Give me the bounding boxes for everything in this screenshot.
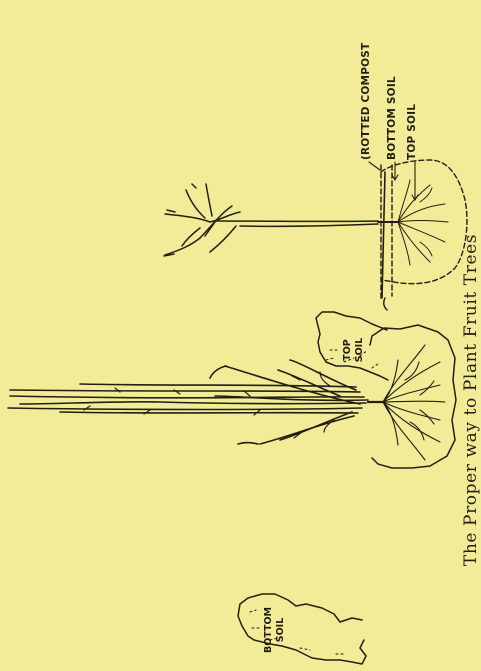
bottom-soil-mound-outline (238, 594, 366, 664)
layer-pointers (369, 162, 418, 200)
top-soil-mound-label-top: TOP (342, 339, 353, 361)
top-soil-mound: TOP SOIL (316, 312, 388, 380)
large-tree-branch-buds (84, 372, 334, 438)
large-tree-planting-hole (370, 325, 456, 468)
planted-tree-roots (398, 180, 448, 265)
ground-line (382, 172, 385, 298)
large-tree-branches (8, 360, 368, 444)
large-tree (8, 325, 456, 468)
figure-caption: The Proper way to Plant Fruit Trees (461, 234, 481, 566)
bottom-soil-label: BOTTOM SOIL (386, 76, 398, 160)
bottom-soil-mound-label-bottom: SOIL (275, 618, 286, 643)
top-soil-mound-label-bottom: SOIL (354, 338, 365, 363)
planted-tree-branches (164, 184, 378, 256)
large-tree-roots (383, 345, 445, 460)
planted-tree (164, 160, 467, 310)
rotted-compost-label: (ROTTED COMPOST (360, 42, 372, 160)
bottom-soil-mound: BOTTOM SOIL (238, 594, 366, 664)
top-soil-label: TOP SOIL (406, 104, 418, 160)
bottom-soil-mound-label-top: BOTTOM (263, 607, 274, 653)
